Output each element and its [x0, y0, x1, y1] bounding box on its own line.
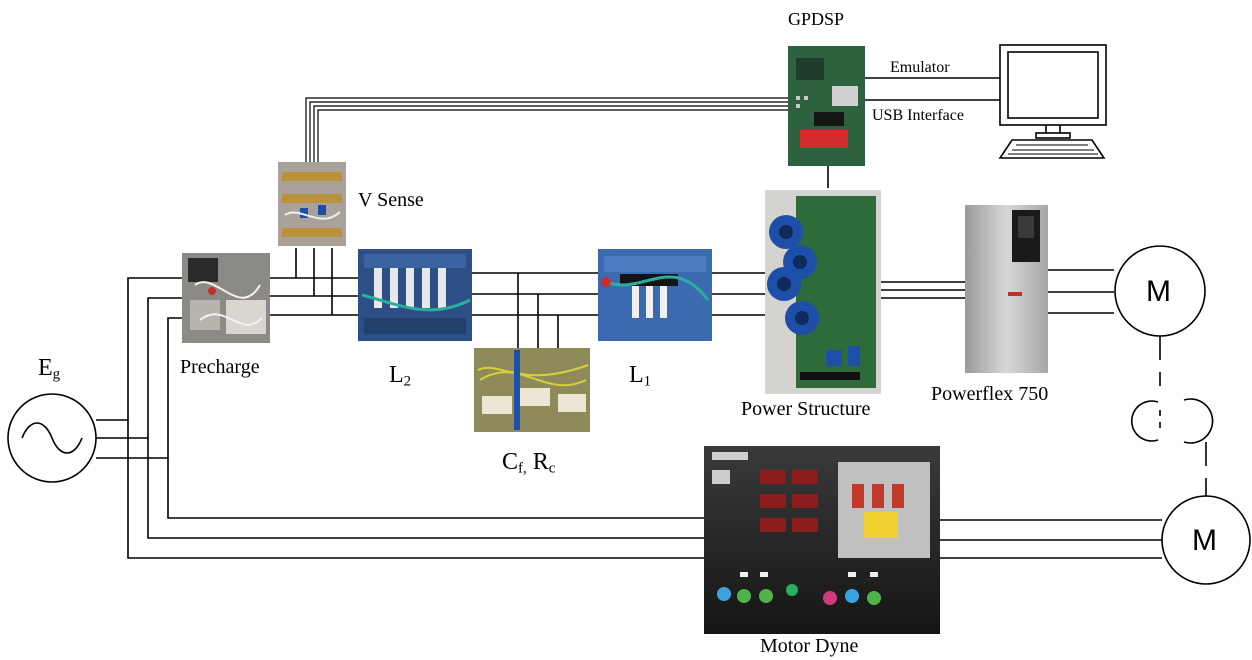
precharge-photo [182, 253, 270, 343]
precharge-label: Precharge [180, 357, 260, 377]
computer-icon [1000, 45, 1106, 158]
usb-interface-label: USB Interface [872, 108, 964, 124]
ac-source-icon [8, 394, 96, 482]
motor-dyne-photo [704, 446, 940, 634]
powerflex-photo [965, 205, 1048, 373]
l2-label: L2 [389, 363, 411, 390]
powerflex-label: Powerflex 750 [931, 384, 1048, 404]
l1-inductor-photo [598, 249, 712, 341]
eg-label: Eg [38, 356, 60, 383]
vsense-photo [278, 162, 346, 246]
gpdsp-label: GPDSP [788, 10, 844, 28]
gpdsp-photo [788, 46, 865, 166]
motor-dyne-label: Motor Dyne [760, 636, 858, 656]
vsense-cable [306, 98, 788, 165]
power-structure-photo [765, 190, 881, 394]
emulator-label: Emulator [890, 60, 950, 76]
l1-label: L1 [629, 363, 651, 390]
power-structure-label: Power Structure [741, 399, 870, 419]
coupling-icon [1132, 336, 1213, 496]
filter-capacitor-photo [474, 348, 590, 432]
vsense-label: V Sense [358, 190, 424, 210]
motor-top-label: M [1146, 277, 1171, 307]
motor-bottom-label: M [1192, 526, 1217, 556]
l2-inductor-photo [358, 249, 472, 341]
cf-rc-label: Cf, Rc [502, 450, 555, 477]
